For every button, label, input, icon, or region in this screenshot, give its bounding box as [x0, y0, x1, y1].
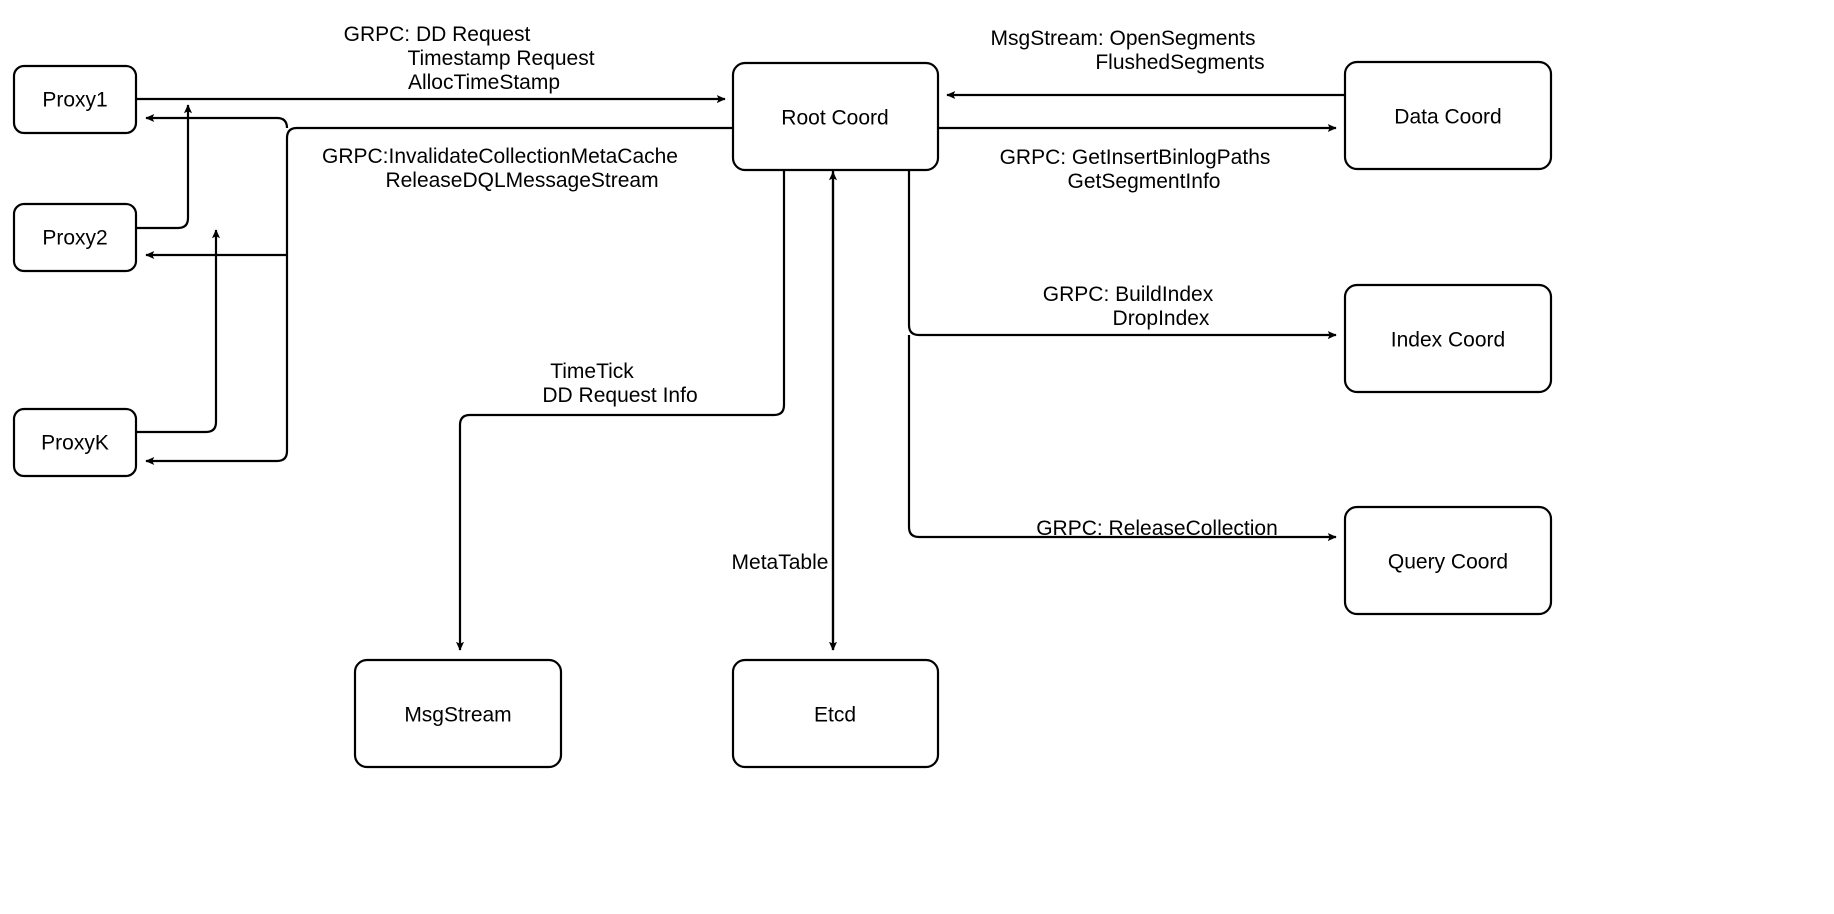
- node-query-coord-label: Query Coord: [1388, 551, 1508, 574]
- node-data-coord-box[interactable]: [1343, 60, 1553, 171]
- label-root-coord-to-data-coord: GRPC: GetInsertBinlogPaths GetSegmentInf…: [1000, 146, 1271, 193]
- label-root-to-msgstream-line2: DD Request Info: [542, 384, 697, 407]
- label-root-to-datacoord-line1: GRPC: GetInsertBinlogPaths: [1000, 146, 1271, 169]
- node-data-coord[interactable]: Data Coord: [1343, 60, 1553, 171]
- label-proxy-to-root-coord: GRPC: DD Request Timestamp Request Alloc…: [344, 23, 595, 94]
- label-proxy-to-root-line2: Timestamp Request: [407, 47, 594, 70]
- label-root-to-indexcoord-line1: GRPC: BuildIndex: [1043, 283, 1214, 306]
- label-root-to-datacoord-line2: GetSegmentInfo: [1068, 170, 1221, 193]
- edge-root-coord-to-proxy-branch-proxy1: [145, 113, 289, 129]
- node-data-coord-label: Data Coord: [1394, 106, 1501, 129]
- node-proxyk-label: ProxyK: [41, 432, 109, 455]
- label-root-to-indexcoord-line2: DropIndex: [1113, 307, 1210, 330]
- node-proxyk[interactable]: ProxyK: [12, 407, 138, 478]
- label-root-coord-to-msgstream: TimeTick DD Request Info: [542, 360, 697, 407]
- node-index-coord-box[interactable]: [1343, 283, 1553, 394]
- label-root-to-proxy-line1: GRPC:InvalidateCollectionMetaCache: [322, 145, 678, 168]
- label-root-to-etcd-line1: MetaTable: [732, 551, 829, 574]
- label-root-to-querycoord-line1: GRPC: ReleaseCollection: [1036, 517, 1278, 540]
- node-etcd-label: Etcd: [814, 704, 856, 727]
- node-proxy1-label: Proxy1: [42, 89, 107, 112]
- node-query-coord[interactable]: Query Coord: [1343, 505, 1553, 616]
- label-root-coord-to-etcd: MetaTable: [732, 551, 829, 574]
- label-datacoord-to-root-line1: MsgStream: OpenSegments: [991, 27, 1256, 50]
- node-proxy2[interactable]: Proxy2: [12, 202, 138, 273]
- label-datacoord-to-root-line2: FlushedSegments: [1095, 51, 1264, 74]
- edge-root-coord-to-msgstream: [455, 170, 786, 651]
- node-root-coord-box[interactable]: [731, 61, 940, 172]
- edge-root-coord-to-query-coord: [907, 335, 1337, 542]
- node-msgstream[interactable]: MsgStream: [353, 658, 563, 769]
- label-proxy-to-root-line1: GRPC: DD Request: [344, 23, 531, 46]
- node-root-coord-label: Root Coord: [781, 107, 888, 130]
- node-proxy1-box[interactable]: [12, 64, 138, 135]
- node-proxyk-box[interactable]: [12, 407, 138, 478]
- label-root-coord-to-query-coord: GRPC: ReleaseCollection: [1036, 517, 1278, 540]
- label-root-to-msgstream-line1: TimeTick: [550, 360, 634, 383]
- edge-root-coord-to-proxy1: [145, 126, 733, 466]
- label-root-coord-to-index-coord: GRPC: BuildIndex DropIndex: [1043, 283, 1214, 330]
- node-etcd[interactable]: Etcd: [731, 658, 940, 769]
- label-root-to-proxy-line2: ReleaseDQLMessageStream: [385, 169, 658, 192]
- node-query-coord-box[interactable]: [1343, 505, 1553, 616]
- node-msgstream-label: MsgStream: [404, 704, 511, 727]
- label-root-coord-to-proxy: GRPC:InvalidateCollectionMetaCache Relea…: [322, 145, 678, 192]
- node-msgstream-box[interactable]: [353, 658, 563, 769]
- label-data-coord-to-root-coord: MsgStream: OpenSegments FlushedSegments: [991, 27, 1265, 74]
- node-root-coord[interactable]: Root Coord: [731, 61, 940, 172]
- node-proxy2-label: Proxy2: [42, 227, 107, 250]
- label-proxy-to-root-line3: AllocTimeStamp: [408, 71, 560, 94]
- node-proxy2-box[interactable]: [12, 202, 138, 273]
- node-proxy1[interactable]: Proxy1: [12, 64, 138, 135]
- edge-proxyk-to-root-uplink: [136, 229, 221, 434]
- node-etcd-box[interactable]: [731, 658, 940, 769]
- node-index-coord-label: Index Coord: [1391, 329, 1505, 352]
- edge-proxy2-to-root-uplink: [136, 104, 193, 230]
- node-index-coord[interactable]: Index Coord: [1343, 283, 1553, 394]
